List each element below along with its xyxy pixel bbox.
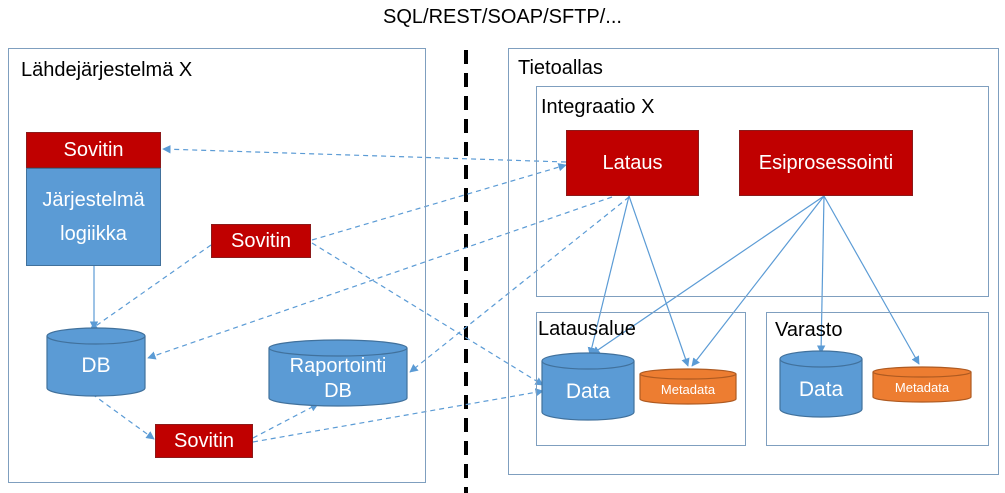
flow-pre-to-storage-metadata <box>823 195 920 365</box>
flow-pre-to-loading-data <box>591 195 825 355</box>
data-lake-title: Tietoallas <box>518 57 603 79</box>
storage-metadata-cylinder: Metadata <box>872 366 972 404</box>
loading-metadata-cylinder: Metadata <box>639 368 737 406</box>
load-box: Lataus <box>566 130 699 196</box>
loading-area-title: Latausalue <box>538 318 636 340</box>
storage-title: Varasto <box>775 319 843 341</box>
connector-bottom-adapter-to-loading-data <box>252 388 544 443</box>
flow-pre-to-loading-metadata <box>691 195 825 367</box>
connector-load-to-reporting-db <box>409 196 630 373</box>
data-lake-frame <box>508 48 999 475</box>
integration-title: Integraatio X <box>541 96 655 118</box>
storage-data-cylinder: Data <box>779 350 863 418</box>
flow-pre-to-storage-data <box>816 195 826 354</box>
reporting-db-label: Raportointi DB <box>289 355 387 402</box>
connector-middle-adapter-to-db <box>89 244 212 331</box>
system-logic-box: Järjestelmä logiikka <box>26 168 161 266</box>
reporting-db-cylinder: Raportointi DB <box>268 339 408 407</box>
middle-adapter-box: Sovitin <box>211 224 311 258</box>
source-system-frame <box>8 48 426 483</box>
connector-middle-adapter-to-load <box>311 163 567 241</box>
flow-load-to-loading-metadata <box>628 195 690 367</box>
loading-data-cylinder: Data <box>541 352 635 421</box>
storage-frame <box>766 312 989 446</box>
connector-bottom-adapter-to-reporting-db <box>252 403 319 439</box>
protocols-heading: SQL/REST/SOAP/SFTP/... <box>383 6 622 28</box>
connector-load-to-top-adapter <box>162 145 567 163</box>
loading-metadata-label: Metadata <box>660 382 716 397</box>
connector-middle-adapter-to-loading-data <box>311 242 544 386</box>
loading-data-label: Data <box>565 380 611 403</box>
loading-area-frame <box>536 312 746 446</box>
top-adapter-box: Sovitin <box>26 132 161 168</box>
source-system-title: Lähdejärjestelmä X <box>21 59 193 81</box>
storage-metadata-label: Metadata <box>894 380 950 395</box>
integration-frame <box>536 86 989 297</box>
db-cylinder: DB <box>46 327 146 397</box>
db-label: DB <box>81 354 111 377</box>
flow-load-to-loading-data <box>587 195 630 356</box>
bottom-adapter-box: Sovitin <box>155 424 253 458</box>
preprocessing-box: Esiprosessointi <box>739 130 913 196</box>
connector-load-to-db <box>147 196 613 360</box>
storage-data-label: Data <box>798 378 844 401</box>
connector-db-to-bottom-adapter <box>91 393 155 440</box>
